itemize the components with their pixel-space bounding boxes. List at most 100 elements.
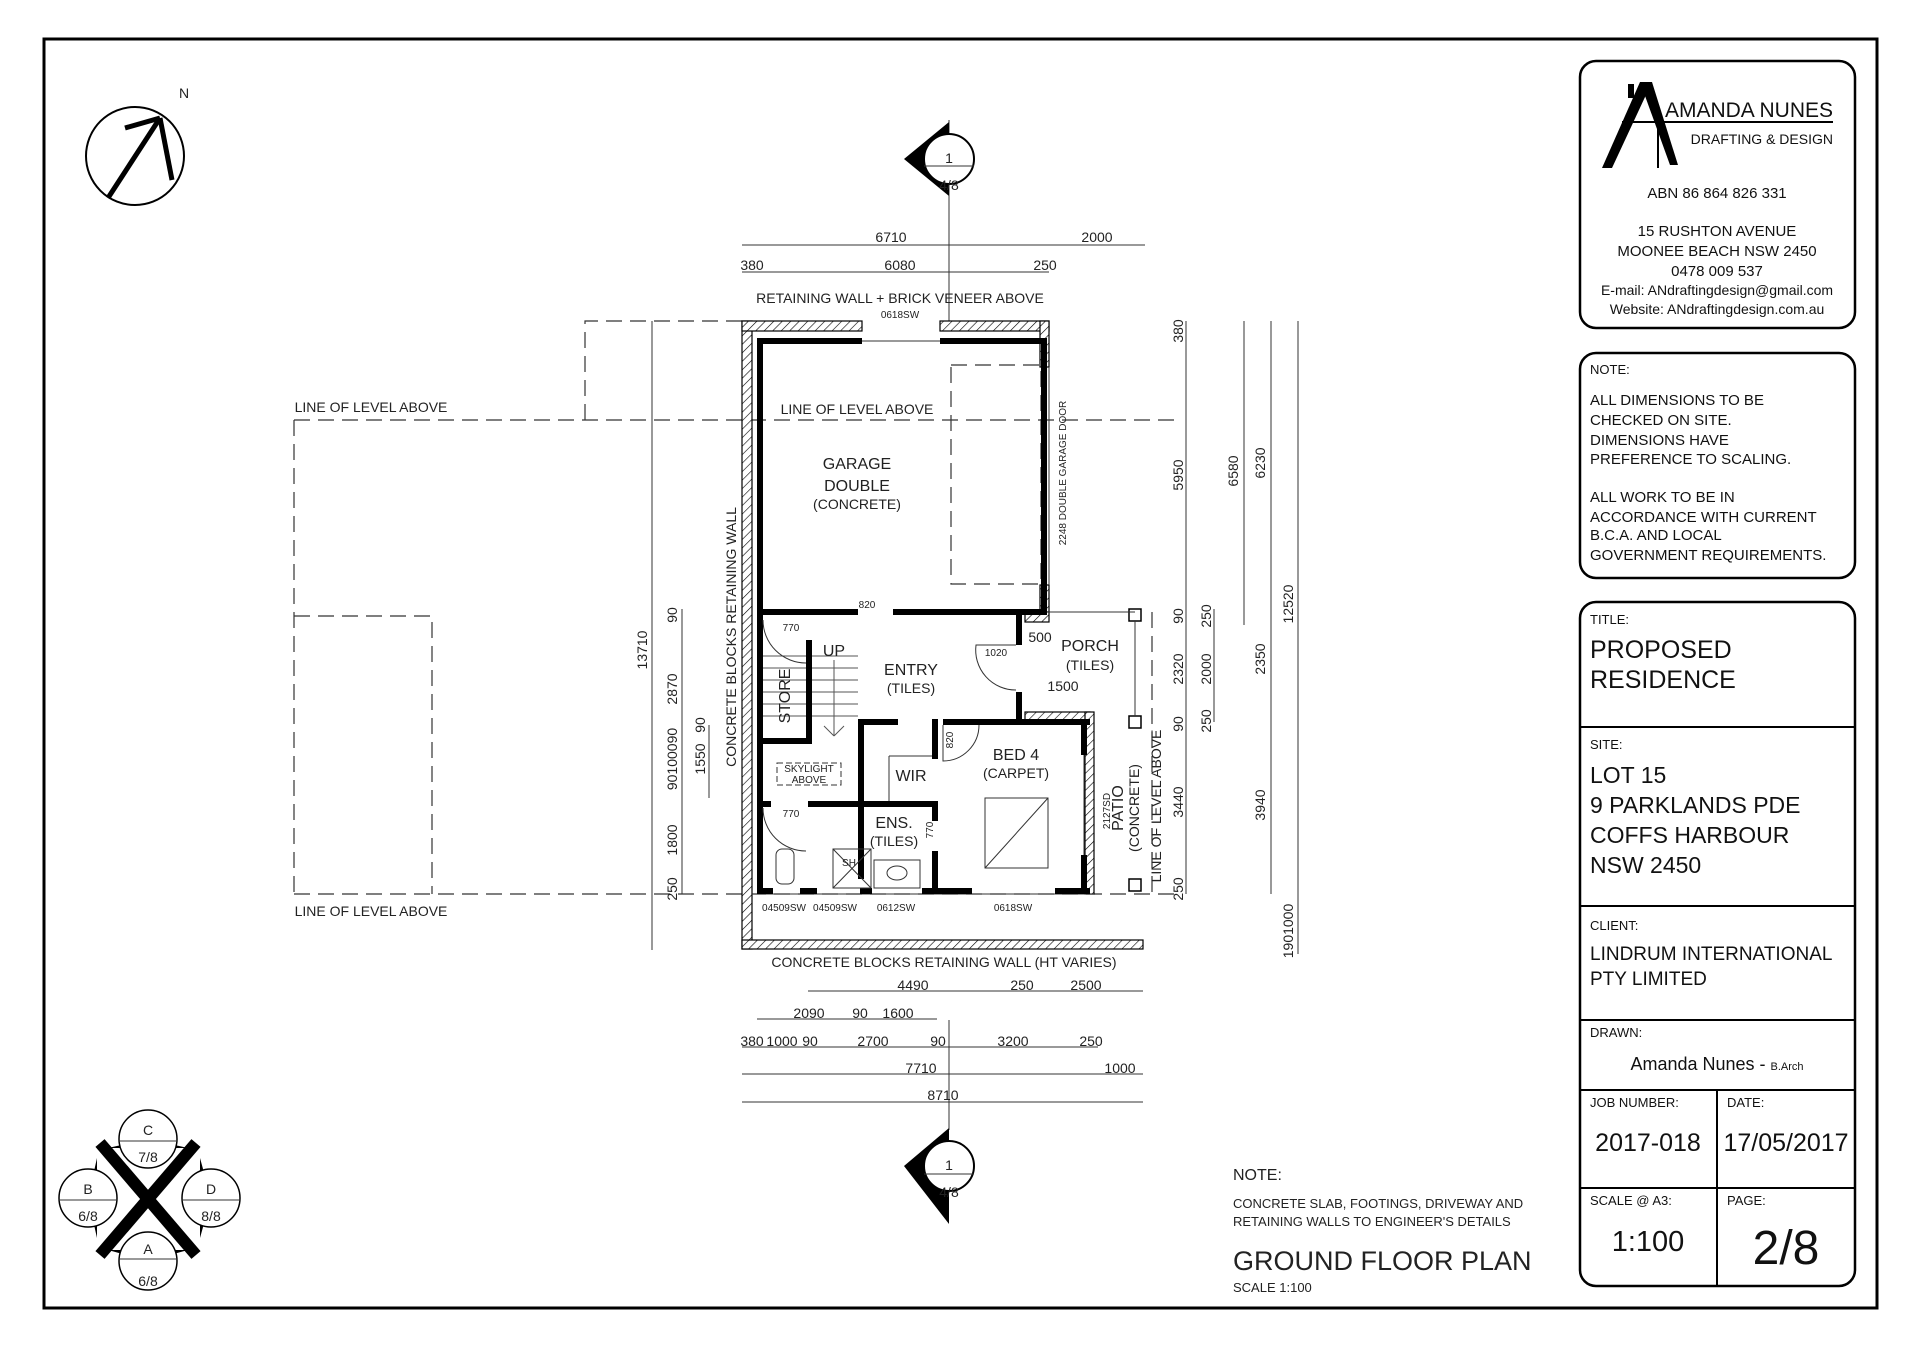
dim-text: 1550 [692, 743, 708, 774]
dim-text: 8710 [927, 1087, 958, 1103]
stair-up-label: UP [823, 643, 845, 660]
retaining-wall-left-label: CONCRETE BLOCKS RETAINING WALL [723, 507, 739, 767]
room-bed4-floor: (CARPET) [983, 765, 1049, 781]
section-number: 1 [945, 1157, 953, 1173]
company-email: E-mail: ANdraftingdesign@gmail.com [1601, 282, 1833, 298]
section-number: 1 [945, 150, 953, 166]
dim-text: 1800 [664, 824, 680, 855]
note-line: CONCRETE SLAB, FOOTINGS, DRIVEWAY AND [1233, 1196, 1523, 1211]
north-arrow-icon [85, 106, 185, 206]
dim-text: 90 [664, 607, 680, 623]
note-line: B.C.A. AND LOCAL [1590, 527, 1722, 544]
dim-text: 2090 [793, 1005, 824, 1021]
door-size: 770 [783, 623, 800, 634]
job-number-label: JOB NUMBER: [1590, 1095, 1679, 1110]
page-label: PAGE: [1727, 1193, 1766, 1208]
dim-text: 4490 [897, 977, 928, 993]
company-logo-icon [1602, 82, 1833, 168]
dim-text: 90 [692, 717, 708, 733]
company-address: MOONEE BEACH NSW 2450 [1617, 243, 1816, 260]
dimension-texts: 6710 2000 380 6080 250 4490 250 2500 209… [634, 229, 1296, 1103]
door-swing-ens [762, 807, 807, 852]
dim-text: 250 [1010, 977, 1034, 993]
note-line: RETAINING WALLS TO ENGINEER'S DETAILS [1233, 1214, 1511, 1229]
dim-text: 90 [930, 1033, 946, 1049]
north-label: N [179, 85, 189, 101]
site-line: NSW 2450 [1590, 852, 1701, 878]
plan-labels: RETAINING WALL + BRICK VENEER ABOVE 0618… [295, 290, 1164, 970]
dim-text: 3940 [1252, 789, 1268, 820]
dim-text: 12520 [1280, 584, 1296, 623]
note-line: CHECKED ON SITE. [1590, 412, 1732, 429]
elevation-marker-c: C 7/8 [118, 1109, 178, 1169]
date-label: DATE: [1727, 1095, 1764, 1110]
porch-dim: 500 [1028, 629, 1052, 645]
room-entry: ENTRY [884, 662, 938, 679]
elevation-key: C 7/8 B 6/8 D 8/8 A 6/8 [58, 1109, 241, 1291]
dim-text: 250 [1033, 257, 1057, 273]
room-bed4: BED 4 [993, 747, 1039, 764]
window-label: 04509SW [762, 903, 806, 914]
note-box: NOTE: ALL DIMENSIONS TO BE CHECKED ON SI… [1578, 351, 1857, 580]
dim-text: 1600 [882, 1005, 913, 1021]
dim-text: 250 [1198, 709, 1214, 733]
room-garage: DOUBLE [824, 478, 890, 495]
dim-text: 1000 [766, 1033, 797, 1049]
drawn-name: Amanda Nunes - [1630, 1054, 1770, 1074]
room-entry-floor: (TILES) [887, 680, 935, 696]
plan-scale: SCALE 1:100 [1233, 1280, 1312, 1295]
door-size: 820 [859, 600, 876, 611]
dim-text: 5950 [1170, 459, 1186, 490]
room-wir: WIR [895, 768, 926, 785]
level-above-label: LINE OF LEVEL ABOVE [295, 399, 448, 415]
section-sheet: 4/8 [939, 177, 959, 193]
elevation-marker-a: A 6/8 [118, 1231, 178, 1291]
company-box: AMANDA NUNES DRAFTING & DESIGN ABN 86 86… [1578, 59, 1857, 330]
section-marker-top: 1 4/8 [904, 120, 975, 322]
project-title: RESIDENCE [1590, 666, 1736, 694]
dim-text: 250 [1170, 877, 1186, 901]
floor-plan [741, 320, 1144, 950]
company-tagline: DRAFTING & DESIGN [1691, 131, 1833, 147]
title-block: TITLE: PROPOSED RESIDENCE SITE: LOT 15 9… [1578, 600, 1857, 1288]
elevation-sheet: 8/8 [201, 1208, 221, 1224]
skylight-label: SKYLIGHT [784, 764, 833, 775]
shower-label: SH [842, 858, 856, 869]
retaining-wall-top [741, 320, 863, 332]
note-line: ACCORDANCE WITH CURRENT [1590, 509, 1817, 526]
dim-text: 380 [740, 257, 764, 273]
dim-text: 6230 [1252, 447, 1268, 478]
room-porch-floor: (TILES) [1066, 657, 1114, 673]
client-line: PTY LIMITED [1590, 969, 1707, 990]
dim-text: 6580 [1225, 455, 1241, 486]
retaining-wall-bottom [741, 939, 1144, 950]
door-size: 770 [783, 809, 800, 820]
site-line: COFFS HARBOUR [1590, 822, 1789, 848]
company-name: AMANDA NUNES [1665, 99, 1833, 122]
dim-text: 2870 [664, 673, 680, 704]
note-label: NOTE: [1233, 1167, 1282, 1184]
section-sheet: 4/8 [939, 1184, 959, 1200]
project-title: PROPOSED [1590, 636, 1732, 664]
dim-text: 90 [1170, 608, 1186, 624]
company-phone: 0478 009 537 [1671, 263, 1763, 280]
door-swing-stair [762, 619, 807, 664]
toilet [775, 848, 795, 885]
elevation-sheet: 6/8 [78, 1208, 98, 1224]
skylight-label: ABOVE [792, 775, 827, 786]
dim-text: 380 [1170, 319, 1186, 343]
door-size: 820 [945, 731, 956, 748]
dim-text: 1000 [1104, 1060, 1135, 1076]
window-label: 0612SW [877, 903, 916, 914]
dim-text: 2500 [1070, 977, 1101, 993]
retaining-wall-bottom-label: CONCRETE BLOCKS RETAINING WALL (HT VARIE… [771, 954, 1116, 970]
room-garage-floor: (CONCRETE) [813, 496, 901, 512]
bottom-note: NOTE: CONCRETE SLAB, FOOTINGS, DRIVEWAY … [1233, 1167, 1532, 1295]
elevation-letter: B [83, 1181, 92, 1197]
dimension-lines [651, 244, 1299, 1103]
elevation-sheet: 7/8 [138, 1149, 158, 1165]
client-label: CLIENT: [1590, 918, 1638, 933]
dim-text: 6080 [884, 257, 915, 273]
elevation-marker-d: D 8/8 [181, 1168, 241, 1228]
